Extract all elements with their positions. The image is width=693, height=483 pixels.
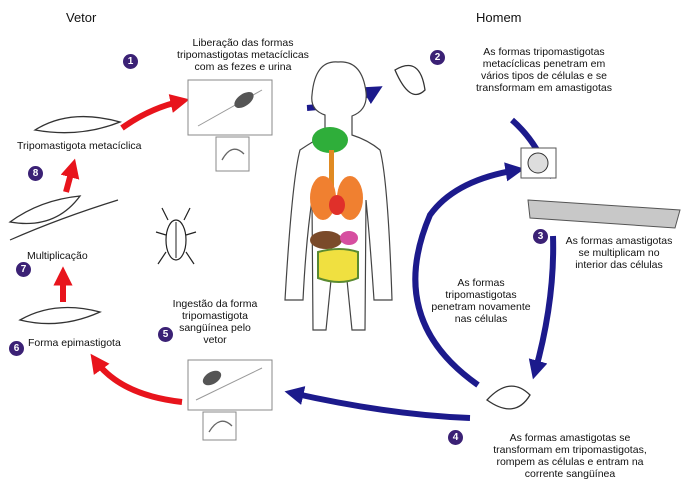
human-header: Homem [476, 10, 522, 25]
arrow-1-red [122, 101, 182, 128]
step-2-text: As formas tripomastigotas metacíclicas p… [448, 46, 640, 94]
arrow-bottom-blue [292, 393, 470, 418]
vector-header: Vetor [66, 10, 96, 25]
feces-release-illustration [188, 80, 272, 171]
step-7-text: Multiplicação [27, 250, 88, 262]
step-5-text: Ingestão da forma tripomastigota sangüín… [163, 298, 267, 346]
human-body-organs-icon [285, 62, 392, 330]
center-cycle-text: As formas tripomastigotas penetram novam… [418, 277, 544, 325]
step-3-text: As formas amastigotas se multiplicam no … [549, 235, 689, 271]
muscle-tissue-icon [528, 200, 680, 228]
step-6-badge: 6 [9, 341, 24, 356]
step-4-text: As formas amastigotas se transformam em … [455, 432, 685, 480]
step-6-text: Forma epimastigota [28, 337, 121, 349]
infected-cell-icon [521, 148, 556, 178]
step-2-badge: 2 [430, 50, 445, 65]
arrow-8-red [66, 166, 73, 192]
step-8-text: Tripomastigota metacíclica [17, 140, 142, 152]
arrow-5-red [95, 360, 182, 402]
step-1-text: Liberação das formas tripomastigotas met… [153, 37, 333, 73]
step-7-badge: 7 [16, 262, 31, 277]
triatomine-bug-icon [156, 208, 196, 264]
step-8-badge: 8 [28, 166, 43, 181]
blood-meal-illustration [188, 360, 272, 440]
step-3-badge: 3 [533, 229, 548, 244]
step-1-badge: 1 [123, 54, 138, 69]
